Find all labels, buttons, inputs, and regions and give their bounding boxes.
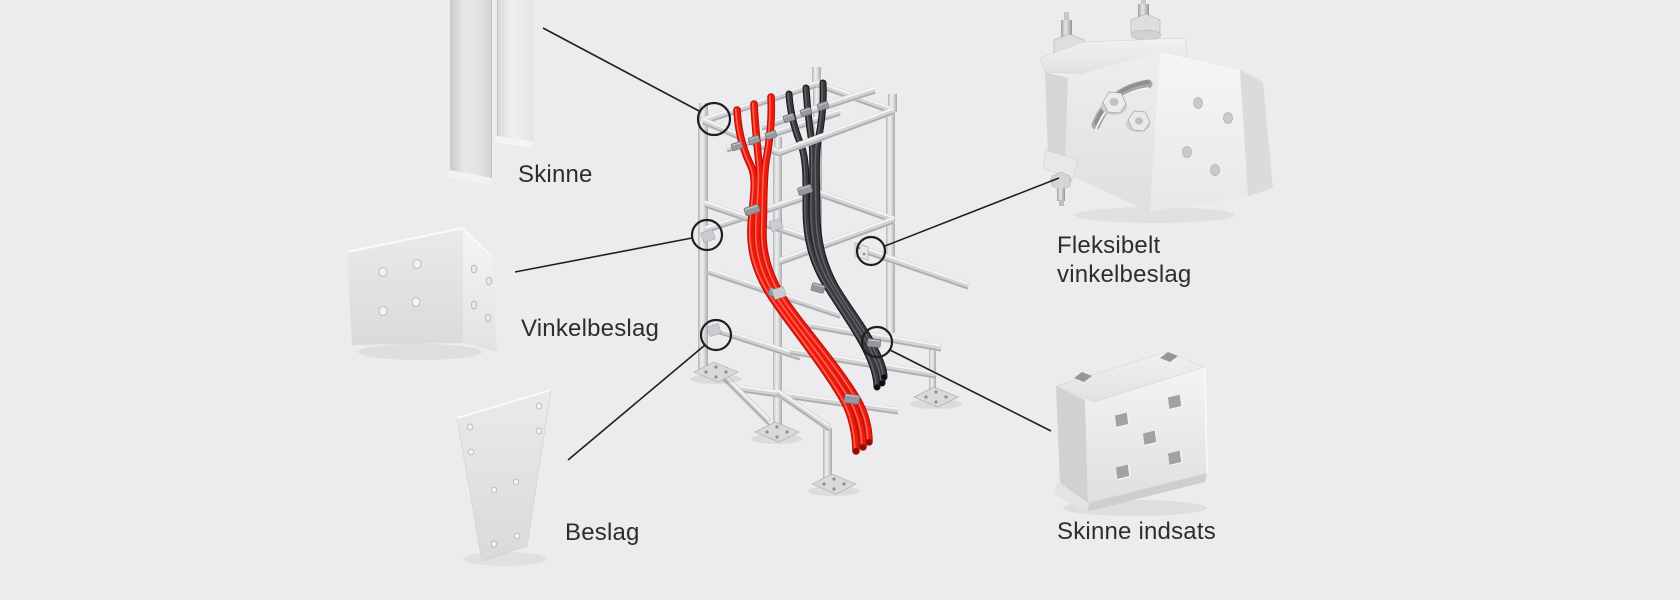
callout-line-skinne-indsats <box>889 349 1052 432</box>
label-fleksibelt-line2: vinkelbeslag <box>1057 261 1192 288</box>
callout-circle-fleksibelt-vinkelbeslag <box>855 235 887 267</box>
callout-lines <box>514 27 1060 461</box>
callout-circle-skinne <box>696 101 732 137</box>
label-skinne: Skinne <box>518 161 593 188</box>
part-image-beslag <box>456 389 552 566</box>
frame-base-plates <box>690 361 962 496</box>
part-image-fleksibelt-vinkelbeslag <box>1039 0 1273 223</box>
callout-line-skinne <box>542 27 702 113</box>
part-image-skinne <box>447 0 534 185</box>
label-skinne-indsats: Skinne indsats <box>1057 518 1216 545</box>
frame-front-rail <box>777 107 895 157</box>
callout-line-fleksibelt-vinkelbeslag <box>884 177 1060 247</box>
callout-circle-beslag <box>699 318 733 352</box>
callout-circle-vinkelbeslag <box>690 218 724 252</box>
part-image-vinkelbeslag <box>346 226 497 360</box>
part-image-skinne-indsats <box>1054 351 1208 516</box>
callout-circles <box>690 101 894 359</box>
bolt-icon <box>1130 0 1162 41</box>
label-fleksibelt-line1: Fleksibelt <box>1057 232 1161 259</box>
bolt-icon <box>1050 171 1072 206</box>
label-vinkelbeslag: Vinkelbeslag <box>521 315 660 342</box>
callout-line-beslag <box>567 344 706 461</box>
callout-circle-skinne-indsats <box>860 325 894 359</box>
label-beslag: Beslag <box>565 519 640 546</box>
callout-line-vinkelbeslag <box>514 237 693 273</box>
square-holes <box>1115 394 1183 481</box>
